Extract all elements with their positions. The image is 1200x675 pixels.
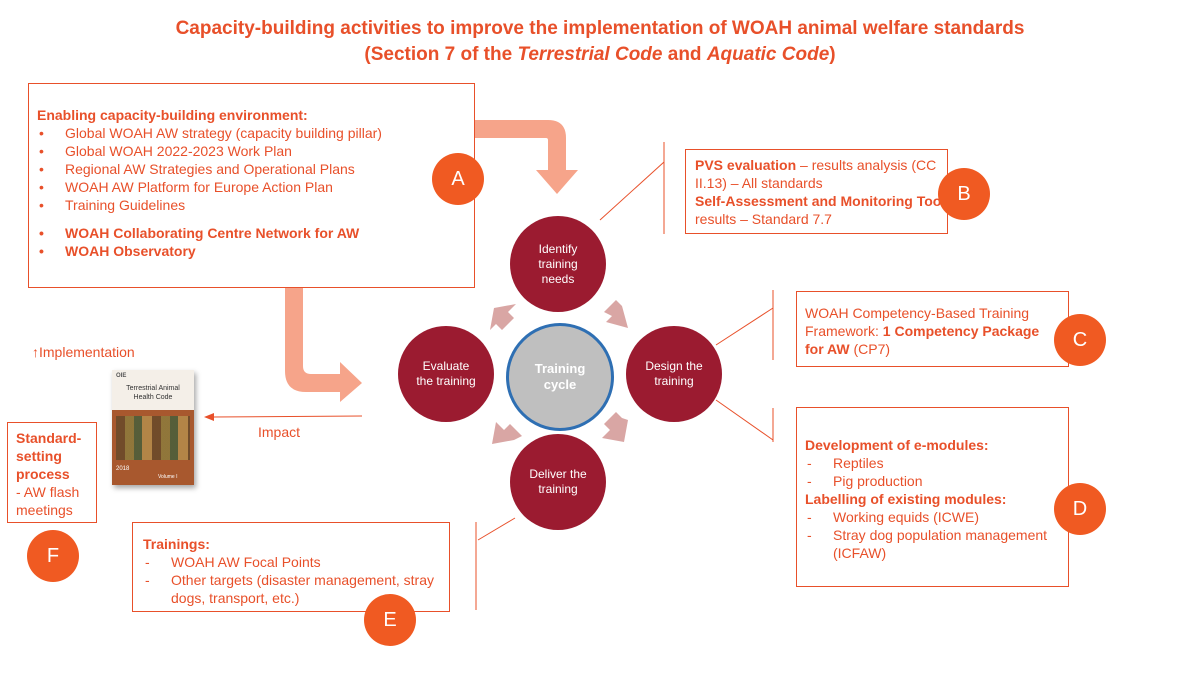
terrestrial-code-book-image: OIE Terrestrial Animal Health Code 2018 … (112, 370, 194, 485)
diagram-title: Capacity-building activities to improve … (0, 18, 1200, 66)
box-a-enabling-environment: Enabling capacity-building environment: … (28, 83, 475, 288)
cycle-arrow-identify-design (604, 300, 628, 328)
box-f-text: - AW flash meetings (16, 484, 80, 518)
book-photo-strip (116, 416, 190, 460)
cycle-arrow-deliver-evaluate (492, 422, 522, 444)
letter-d-badge: D (1054, 483, 1106, 535)
stage-deliver-the-training: Deliver the training (510, 434, 606, 530)
list-item: WOAH AW Platform for Europe Action Plan (37, 178, 474, 196)
title-line-2: (Section 7 of the Terrestrial Code and A… (364, 44, 836, 65)
box-d-list-2: Working equids (ICWE) Stray dog populati… (805, 508, 1060, 562)
list-item: Reptiles (805, 454, 1060, 472)
box-d-heading-1: Development of e-modules: (805, 437, 989, 453)
connector-e (477, 517, 516, 541)
box-a-heading: Enabling capacity-building environment: (37, 107, 308, 123)
letter-f-badge: F (27, 530, 79, 582)
box-c-competency-framework: WOAH Competency-Based Training Framework… (796, 291, 1069, 367)
stage-evaluate-the-training: Evaluate the training (398, 326, 494, 422)
box-a-bold-list: WOAH Collaborating Centre Network for AW… (37, 224, 474, 260)
big-arrow-head-top (536, 170, 578, 194)
big-arrow-band-top (474, 120, 566, 172)
impact-arrow-head (204, 413, 214, 421)
book-logo: OIE (116, 373, 127, 379)
cycle-arrow-design-deliver (602, 412, 628, 442)
list-item: WOAH Collaborating Centre Network for AW (37, 224, 474, 242)
letter-e-badge: E (364, 594, 416, 646)
list-item: Stray dog population management (ICFAW) (805, 526, 1060, 562)
list-item: Working equids (ICWE) (805, 508, 1060, 526)
box-b-pvs-evaluation: PVS evaluation – results analysis (CC II… (685, 149, 948, 234)
list-item: Global WOAH 2022-2023 Work Plan (37, 142, 474, 160)
list-item: Regional AW Strategies and Operational P… (37, 160, 474, 178)
training-cycle-center: Training cycle (506, 323, 614, 431)
list-item: Training Guidelines (37, 196, 474, 214)
big-arrow-to-evaluate (285, 287, 362, 402)
connector-d (715, 399, 774, 441)
letter-b-badge: B (938, 168, 990, 220)
box-f-standard-setting: Standard-setting process - AW flash meet… (7, 422, 97, 523)
box-e-list: WOAH AW Focal Points Other targets (disa… (143, 553, 441, 607)
cycle-arrow-evaluate-identify (490, 304, 516, 330)
impact-label: Impact (258, 424, 301, 440)
letter-c-badge: C (1054, 314, 1106, 366)
connector-c (715, 307, 774, 346)
list-item: WOAH AW Focal Points (143, 553, 441, 571)
book-cover-top (112, 370, 194, 410)
letter-a-badge: A (432, 153, 484, 205)
book-title: Terrestrial Animal Health Code (126, 385, 180, 401)
list-item: Pig production (805, 472, 1060, 490)
book-volume: Volume I (158, 474, 178, 480)
impact-arrow-line (211, 415, 363, 418)
box-d-heading-2: Labelling of existing modules: (805, 491, 1007, 507)
list-item: Other targets (disaster management, stra… (143, 571, 441, 607)
box-d-e-modules: Development of e-modules: Reptiles Pig p… (796, 407, 1069, 587)
list-item: WOAH Observatory (37, 242, 474, 260)
stage-identify-training-needs: Identify training needs (510, 216, 606, 312)
box-d-list-1: Reptiles Pig production (805, 454, 1060, 490)
box-f-heading: Standard-setting process (16, 430, 82, 482)
box-a-list: Global WOAH AW strategy (capacity buildi… (37, 124, 474, 214)
connector-b (599, 161, 665, 221)
list-item: Global WOAH AW strategy (capacity buildi… (37, 124, 474, 142)
book-year: 2018 (116, 466, 130, 472)
title-line-1: Capacity-building activities to improve … (175, 18, 1025, 39)
implementation-label: ↑Implementation (32, 344, 135, 360)
box-e-heading: Trainings: (143, 536, 210, 552)
stage-design-the-training: Design the training (626, 326, 722, 422)
